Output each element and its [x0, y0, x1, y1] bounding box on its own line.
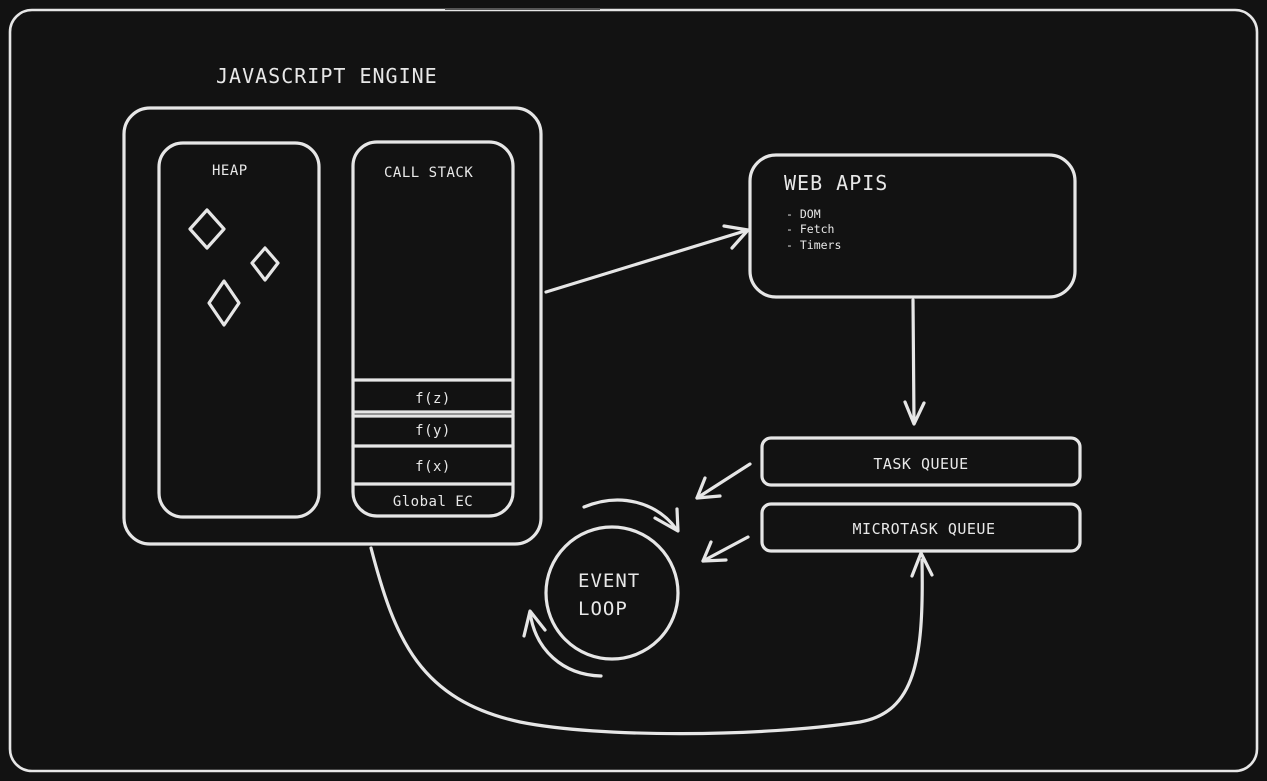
engine-box — [122, 106, 543, 546]
web-api-dom: - DOM — [786, 207, 821, 221]
microtask-queue-label: MICROTASK QUEUE — [853, 520, 996, 538]
webapis-to-taskqueue-arrowhead — [903, 400, 926, 426]
stack-frame-global-ec: Global EC — [393, 494, 473, 510]
taskqueue-to-eventloop-arrowhead — [695, 476, 722, 500]
microtask-queue-box — [760, 502, 1082, 553]
task-queue-label: TASK QUEUE — [873, 455, 968, 473]
heap-object-diamond — [250, 246, 280, 282]
heap-label: HEAP — [212, 163, 248, 179]
webapis-to-taskqueue-arrow — [911, 298, 916, 424]
heap-object-diamond — [188, 208, 226, 250]
call-stack-label: CALL STACK — [384, 165, 473, 181]
loop-arrow-top — [582, 498, 679, 532]
task-queue-box — [760, 436, 1082, 487]
heap-object-diamond — [207, 279, 241, 327]
stack-frame-fy: f(y) — [415, 423, 451, 439]
engine-to-microtask-curve — [369, 546, 924, 736]
stack-frame-fx: f(x) — [415, 459, 451, 475]
taskqueue-to-eventloop-arrow — [695, 462, 752, 500]
web-api-fetch: - Fetch — [786, 222, 834, 236]
loop-arrow-top-arrowhead — [653, 507, 680, 533]
loop-arrow-bottom-arrowhead — [522, 609, 547, 638]
microtask-to-eventloop-arrowhead — [701, 540, 728, 563]
web-apis-box — [748, 153, 1077, 299]
outer-frame — [8, 8, 1259, 773]
engine-to-microtask-arrowhead — [910, 551, 934, 578]
microtask-to-eventloop-arrow — [701, 535, 750, 563]
event-loop-label-line1: EVENT — [578, 570, 640, 592]
web-apis-title: WEB APIS — [784, 171, 888, 195]
call-stack-box — [351, 140, 515, 518]
engine-to-webapis-arrowhead — [722, 224, 750, 250]
engine-title: JAVASCRIPT ENGINE — [216, 64, 438, 88]
engine-to-webapis-arrow — [544, 228, 750, 294]
stack-frame-fz: f(z) — [415, 391, 451, 407]
loop-arrow-bottom — [528, 610, 603, 678]
web-api-timers: - Timers — [786, 238, 841, 252]
event-loop-circle — [544, 525, 680, 661]
heap-box — [157, 141, 321, 519]
event-loop-label-line2: LOOP — [578, 598, 628, 620]
